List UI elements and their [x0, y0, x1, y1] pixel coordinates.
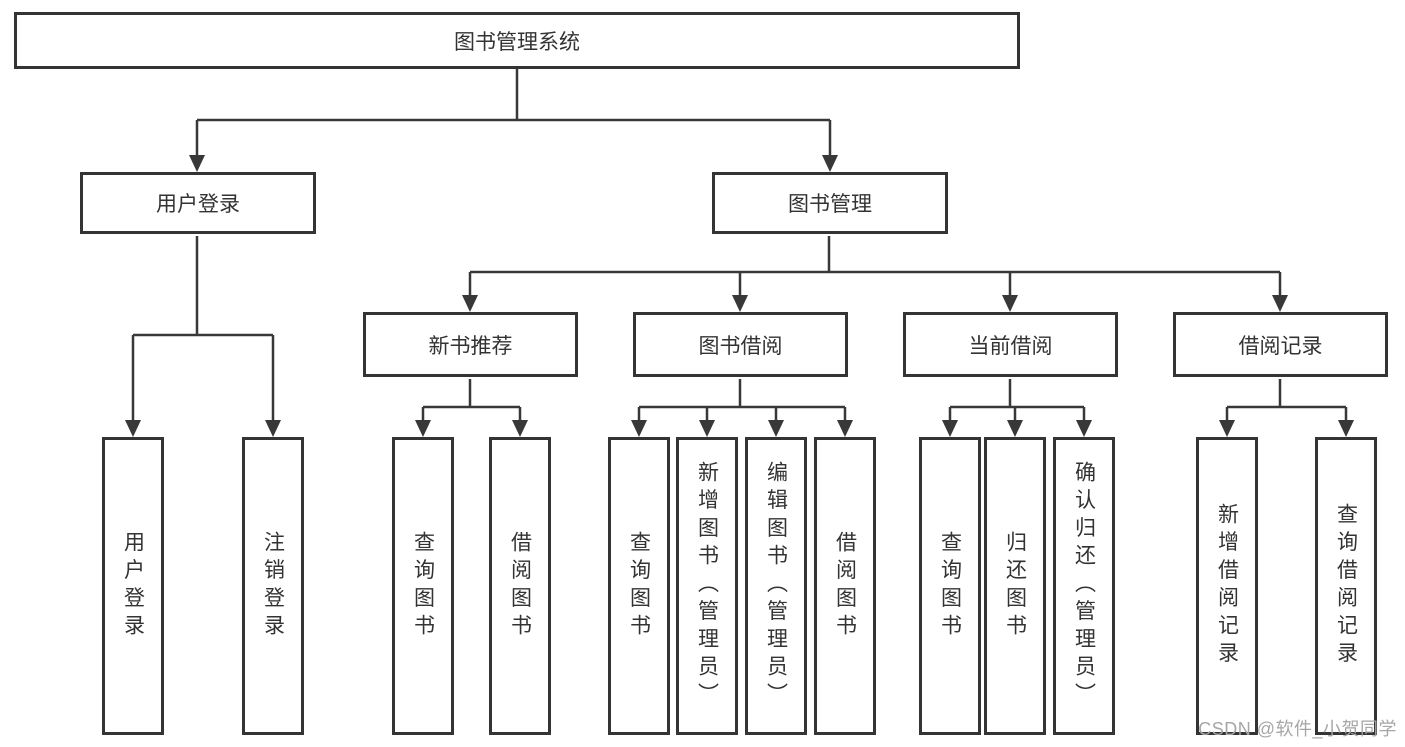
leaf-user-login-label: 用户登录: [121, 530, 145, 642]
node-borrow-record-label: 借阅记录: [1238, 334, 1323, 358]
leaf-query-borrow-record-label: 查询借阅记录: [1334, 502, 1358, 670]
node-new-book-recommend: 新书推荐: [363, 312, 578, 377]
node-root-label: 图书管理系统: [454, 30, 580, 54]
leaf-return-book-label: 归还图书: [1003, 530, 1027, 642]
leaf-add-borrow-record-label: 新增借阅记录: [1215, 502, 1239, 670]
node-book-borrow-label: 图书借阅: [698, 334, 783, 358]
leaf-query-book-3-label: 查询图书: [938, 530, 962, 642]
node-current-borrow-label: 当前借阅: [968, 334, 1053, 358]
leaf-confirm-return-admin-label: 确认归还（管理员）: [1072, 461, 1096, 711]
node-root: 图书管理系统: [14, 12, 1020, 69]
leaf-logout: 注销登录: [242, 437, 304, 735]
leaf-return-book: 归还图书: [984, 437, 1046, 735]
node-book-management-label: 图书管理: [788, 193, 872, 216]
node-new-book-recommend-label: 新书推荐: [428, 334, 513, 358]
leaf-add-book-admin-label: 新增图书（管理员）: [695, 461, 719, 711]
arrowhead-icons: [125, 155, 1354, 437]
leaf-query-book-3: 查询图书: [919, 437, 981, 735]
leaf-query-book-2-label: 查询图书: [627, 530, 651, 642]
leaf-borrow-book-2-label: 借阅图书: [833, 530, 857, 642]
leaf-edit-book-admin: 编辑图书（管理员）: [745, 437, 807, 735]
leaf-logout-label: 注销登录: [261, 530, 285, 642]
leaf-borrow-book-2: 借阅图书: [814, 437, 876, 735]
leaf-query-borrow-record: 查询借阅记录: [1315, 437, 1377, 735]
node-user-login-label: 用户登录: [156, 193, 240, 216]
leaf-borrow-book-1: 借阅图书: [489, 437, 551, 735]
leaf-add-book-admin: 新增图书（管理员）: [676, 437, 738, 735]
leaf-confirm-return-admin: 确认归还（管理员）: [1053, 437, 1115, 735]
leaf-add-borrow-record: 新增借阅记录: [1196, 437, 1258, 735]
node-book-management: 图书管理: [712, 172, 948, 234]
node-book-borrow: 图书借阅: [633, 312, 848, 377]
leaf-query-book-2: 查询图书: [608, 437, 670, 735]
node-current-borrow: 当前借阅: [903, 312, 1118, 377]
node-user-login: 用户登录: [80, 172, 316, 234]
leaf-borrow-book-1-label: 借阅图书: [508, 530, 532, 642]
node-borrow-record: 借阅记录: [1173, 312, 1388, 377]
leaf-edit-book-admin-label: 编辑图书（管理员）: [764, 461, 788, 711]
leaf-query-book-1: 查询图书: [392, 437, 454, 735]
connector-lines: [131, 68, 1348, 425]
leaf-user-login: 用户登录: [102, 437, 164, 735]
csdn-watermark: CSDN @软件_小贺同学: [1198, 719, 1397, 739]
leaf-query-book-1-label: 查询图书: [411, 530, 435, 642]
